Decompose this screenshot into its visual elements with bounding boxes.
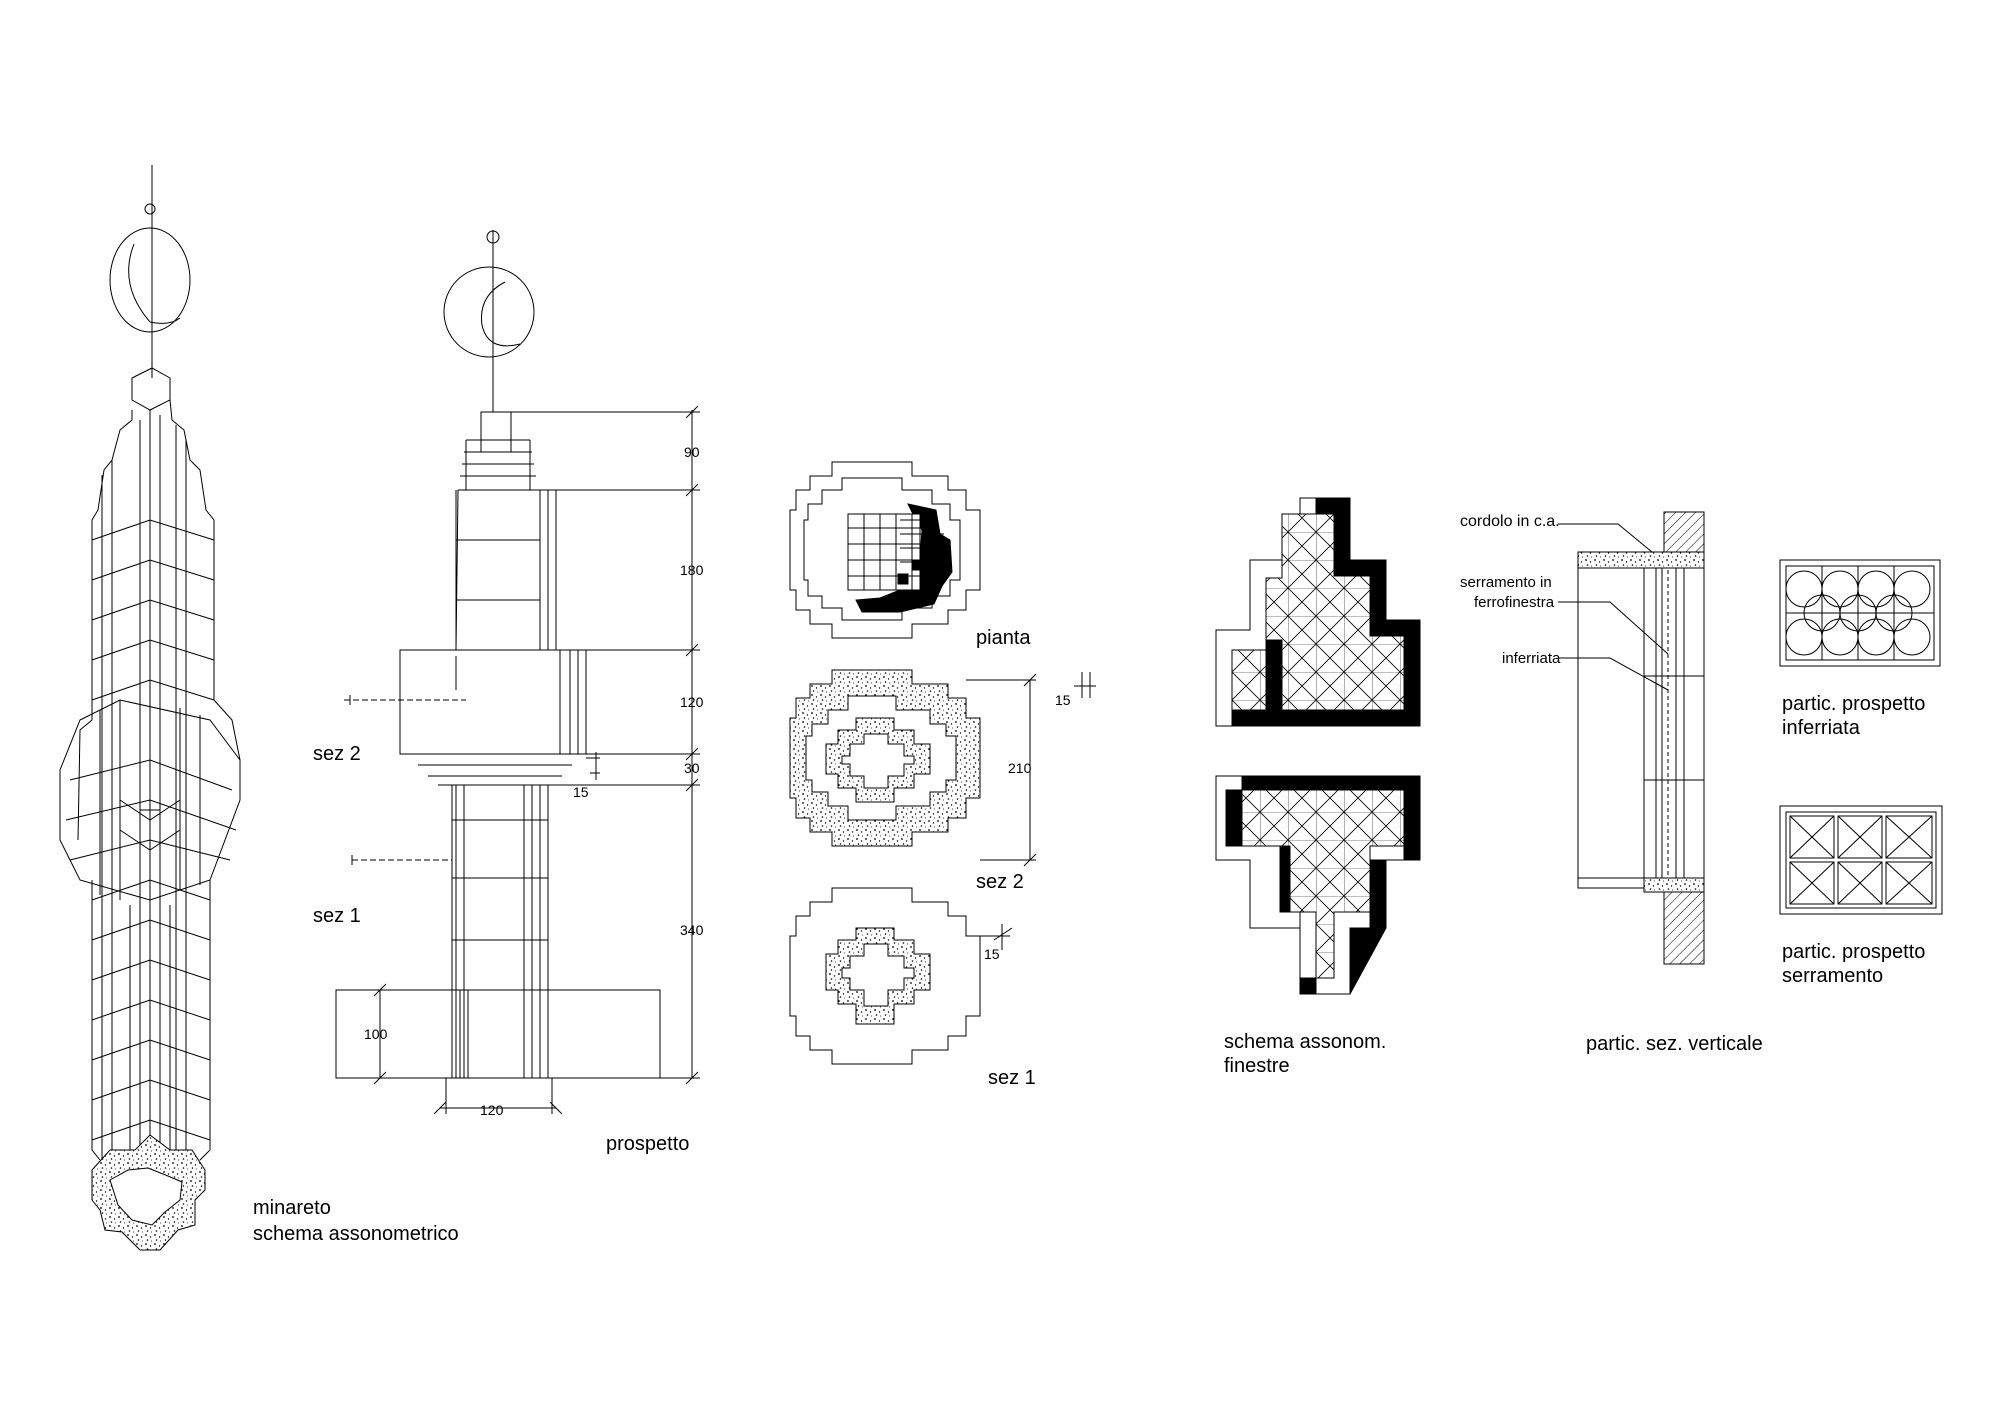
- minaret-elevation-drawing: [335, 230, 700, 1115]
- callout-inferriata: inferriata: [1502, 650, 1561, 667]
- vertical-section-detail-drawing: [1558, 511, 1705, 965]
- dimension-15-section-1: 15: [984, 946, 1000, 962]
- vertical-section-caption: partic. sez. verticale: [1586, 1033, 1763, 1055]
- dimension-180: 180: [680, 562, 704, 578]
- windows-caption-line2: finestre: [1224, 1055, 1290, 1077]
- plan-and-sections-drawing: [789, 461, 1096, 1065]
- dimension-210: 210: [1008, 760, 1032, 776]
- callout-cordolo: cordolo in c.a.: [1460, 513, 1560, 530]
- dimension-90: 90: [684, 444, 700, 460]
- frame-caption-line1: partic. prospetto: [1782, 941, 1926, 963]
- grille-caption-line2: inferriata: [1782, 717, 1860, 739]
- axonometric-caption-line2: schema assonometrico: [253, 1223, 459, 1245]
- dimension-340: 340: [680, 922, 704, 938]
- elevation-caption: prospetto: [606, 1133, 690, 1155]
- axonometric-caption-line1: minareto: [253, 1197, 331, 1219]
- section-2-caption: sez 2: [976, 871, 1024, 893]
- plan-caption: pianta: [976, 627, 1031, 649]
- callout-serramento-line1: serramento in: [1460, 574, 1552, 591]
- grille-caption-line1: partic. prospetto: [1782, 693, 1926, 715]
- frame-caption-line2: serramento: [1782, 965, 1884, 987]
- dimension-15-section-2: 15: [1055, 692, 1071, 708]
- minaret-axonometric-drawing: [59, 165, 241, 1251]
- callout-serramento-line2: ferrofinestra: [1474, 594, 1555, 611]
- dimension-120-width: 120: [480, 1102, 504, 1118]
- elevation-section-2-label: sez 2: [313, 743, 361, 765]
- dimension-120-balcony: 120: [680, 694, 704, 710]
- window-axonometric-drawing: [1215, 497, 1421, 995]
- elevation-section-1-label: sez 1: [313, 905, 361, 927]
- section-1-caption: sez 1: [988, 1067, 1036, 1089]
- dimension-15: 15: [573, 784, 589, 800]
- windows-caption-line1: schema assonom.: [1224, 1031, 1387, 1053]
- grille-elevation-detail-drawing: [1779, 559, 1941, 667]
- frame-elevation-detail-drawing: [1779, 805, 1943, 915]
- dimension-30: 30: [684, 760, 700, 776]
- dimension-100: 100: [364, 1026, 388, 1042]
